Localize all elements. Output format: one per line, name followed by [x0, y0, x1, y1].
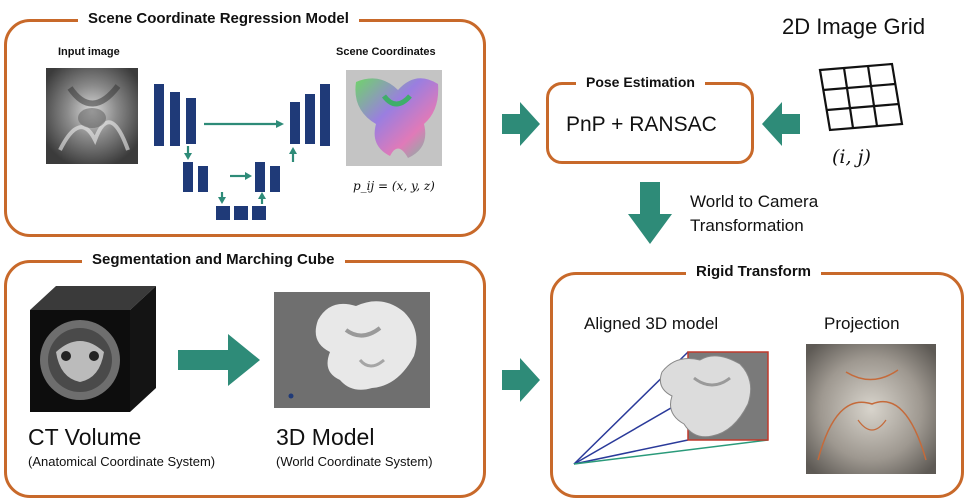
- image-grid-coordinates: (i, j): [832, 146, 871, 168]
- model-3d-sublabel: (World Coordinate System): [276, 454, 433, 469]
- model-3d-label: 3D Model: [276, 424, 375, 450]
- rigid-transform-panel: [550, 272, 964, 498]
- ct-volume-label: CT Volume: [28, 424, 142, 450]
- segmentation-title: Segmentation and Marching Cube: [82, 251, 345, 269]
- scene-coordinate-regression-title: Scene Coordinate Regression Model: [78, 10, 359, 28]
- ct-volume-sublabel: (Anatomical Coordinate System): [28, 454, 216, 469]
- projection-label: Projection: [824, 314, 900, 333]
- pose-estimation-panel: [546, 82, 754, 164]
- aligned-model-label: Aligned 3D model: [584, 314, 719, 333]
- pose-method-text: PnP + RANSAC: [566, 113, 717, 136]
- pose-estimation-title: Pose Estimation: [576, 73, 705, 91]
- arrow-to-pose-estimation: [502, 102, 540, 146]
- scene-coordinates-label: Scene Coordinates: [336, 46, 436, 58]
- arrow-down-to-rigid: [628, 182, 672, 244]
- world-to-camera-label-line1: World to Camera: [690, 192, 819, 211]
- rigid-transform-title: Rigid Transform: [686, 263, 822, 281]
- arrow-model-to-rigid: [502, 358, 540, 402]
- world-to-camera-label-line2: Transformation: [690, 216, 804, 235]
- arrow-from-image-grid: [762, 102, 800, 146]
- image-grid-title: 2D Image Grid: [782, 14, 926, 39]
- scene-coordinate-formula: p_ij = (x, y, z): [353, 179, 435, 193]
- input-image-label: Input image: [58, 46, 120, 58]
